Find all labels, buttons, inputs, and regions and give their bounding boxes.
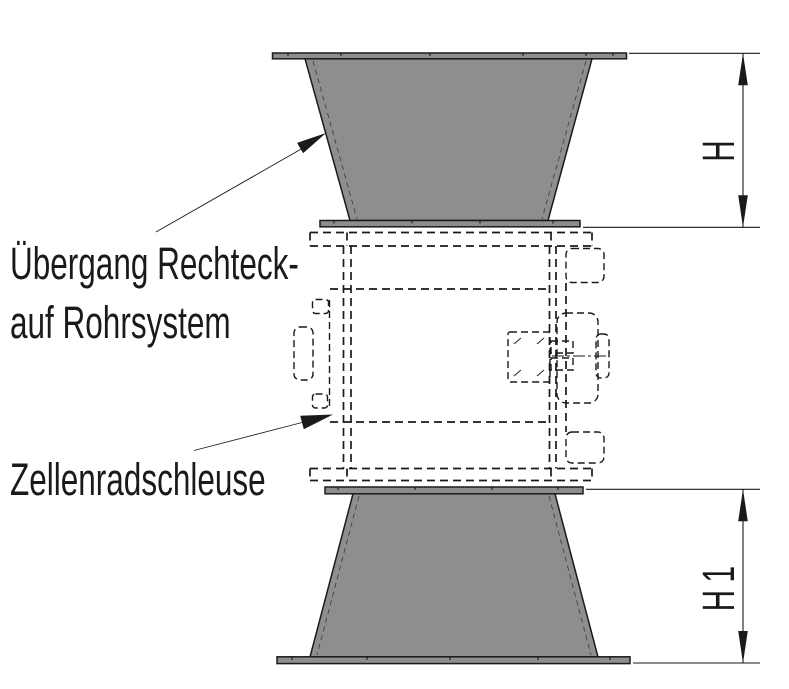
dim-h1-up-arrowhead-icon <box>738 489 748 522</box>
transition-label: Übergang Rechteck- auf Rohrsystem <box>10 234 299 352</box>
dim-h1-label: H1 <box>693 558 744 612</box>
leader-arrow-valve <box>193 414 333 451</box>
rotary-valve-outline <box>293 231 610 482</box>
bottom-funnel-inner-left-edge <box>316 495 360 656</box>
bottom-transition-funnel <box>276 486 631 665</box>
valve-bearing-left <box>293 298 331 409</box>
bottom-funnel-top-flange <box>324 486 584 495</box>
dim-h-down-arrowhead-icon <box>738 195 748 228</box>
motor-flange-marks <box>513 337 545 377</box>
dimension-h <box>583 52 760 228</box>
transition-label-line2: auf Rohrsystem <box>10 297 231 348</box>
leader-transition-arrowhead-icon <box>297 133 326 154</box>
top-funnel-top-flange <box>271 52 628 60</box>
top-funnel-inner-left-edge <box>312 60 358 220</box>
leader-arrow-transition <box>155 133 326 233</box>
leader-transition-line <box>155 147 304 233</box>
dim-h-up-arrowhead-icon <box>738 53 748 86</box>
bottom-funnel-flange-bolt-marks <box>291 487 611 660</box>
top-funnel-bottom-flange <box>319 219 581 228</box>
dim-h1-down-arrowhead-icon <box>738 631 748 663</box>
bottom-funnel-inner-right-edge <box>548 495 592 656</box>
valve-label: Zellenradschleuse <box>10 454 266 505</box>
top-transition-funnel <box>271 52 628 228</box>
leader-valve-arrowhead-icon <box>300 414 333 430</box>
bottom-funnel-body <box>309 493 599 658</box>
valve-body-lines <box>309 231 593 482</box>
dim-h-label: H <box>693 140 744 162</box>
bottom-funnel-bottom-flange <box>276 656 631 665</box>
dimension-h1 <box>586 488 760 664</box>
top-funnel-body <box>304 58 593 222</box>
transition-label-line1: Übergang Rechteck- <box>10 238 299 289</box>
top-funnel-inner-right-edge <box>541 60 587 220</box>
top-funnel-flange-bolt-marks <box>287 53 614 224</box>
leader-valve-line <box>193 421 305 451</box>
